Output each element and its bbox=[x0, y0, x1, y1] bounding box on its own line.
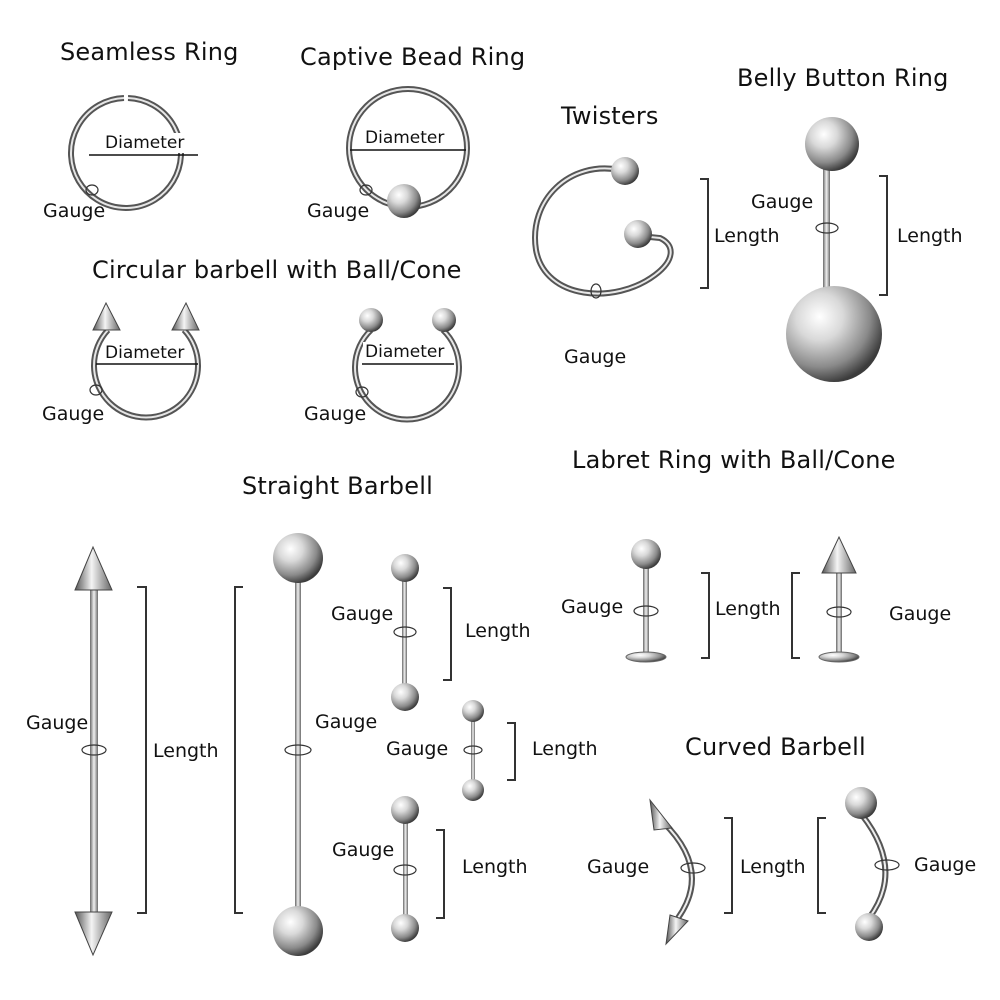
circular-ball-gauge-label: Gauge bbox=[304, 403, 367, 425]
circular-ball-diameter-label: Diameter bbox=[363, 342, 447, 362]
seamless-ring-gauge-label: Gauge bbox=[43, 200, 106, 222]
spike-barbell-gauge-label: Gauge bbox=[26, 712, 89, 734]
straight-barbell-lower-figure bbox=[391, 796, 445, 942]
title-belly-button-ring: Belly Button Ring bbox=[737, 64, 949, 92]
straight-barbell-spike-figure bbox=[74, 545, 147, 957]
short-barbell-gauge-label: Gauge bbox=[386, 738, 449, 760]
medium-barbell-length-label: Length bbox=[465, 620, 531, 642]
title-seamless-ring: Seamless Ring bbox=[60, 38, 239, 66]
lower-barbell-gauge-label: Gauge bbox=[332, 839, 395, 861]
title-labret-ring: Labret Ring with Ball/Cone bbox=[572, 446, 896, 474]
captive-bead-ring-diameter-label: Diameter bbox=[363, 128, 447, 148]
seamless-ring-diameter-label: Diameter bbox=[103, 133, 187, 153]
captive-bead-ring-gauge-label: Gauge bbox=[307, 200, 370, 222]
labret-cone-figure bbox=[791, 535, 860, 663]
title-straight-barbell: Straight Barbell bbox=[242, 472, 433, 500]
curved-barbell-cone-figure bbox=[649, 798, 733, 946]
captive-bead-ring-figure bbox=[346, 86, 470, 218]
twisters-gauge-label: Gauge bbox=[564, 346, 627, 368]
medium-barbell-gauge-label: Gauge bbox=[331, 603, 394, 625]
circular-cone-diameter-label: Diameter bbox=[103, 343, 187, 363]
circular-cone-gauge-label: Gauge bbox=[42, 403, 105, 425]
labret-ball-figure bbox=[625, 539, 710, 663]
lower-barbell-length-label: Length bbox=[462, 856, 528, 878]
twisters-figure bbox=[532, 157, 709, 299]
belly-button-length-label: Length bbox=[897, 225, 963, 247]
labret-ball-gauge-label: Gauge bbox=[561, 596, 624, 618]
title-curved-barbell: Curved Barbell bbox=[685, 733, 866, 761]
ball-barbell-gauge-label: Gauge bbox=[315, 711, 378, 733]
twisters-length-label: Length bbox=[714, 225, 780, 247]
curved-ball-gauge-label: Gauge bbox=[914, 854, 977, 876]
belly-button-ring-figure bbox=[786, 117, 888, 382]
seamless-ring-figure bbox=[68, 95, 198, 211]
title-captive-bead-ring: Captive Bead Ring bbox=[300, 43, 526, 71]
straight-barbell-medium-figure bbox=[391, 554, 452, 711]
curved-length-label: Length bbox=[740, 856, 806, 878]
curved-barbell-ball-figure bbox=[817, 787, 900, 941]
circular-barbell-cone-figure bbox=[89, 301, 201, 421]
title-circular-barbell: Circular barbell with Ball/Cone bbox=[92, 256, 462, 284]
straight-barbell-short-figure bbox=[462, 700, 516, 801]
belly-button-gauge-label: Gauge bbox=[751, 191, 814, 213]
labret-cone-gauge-label: Gauge bbox=[889, 603, 952, 625]
straight-barbell-ball-figure bbox=[234, 533, 323, 956]
curved-cone-gauge-label: Gauge bbox=[587, 856, 650, 878]
short-barbell-length-label: Length bbox=[532, 738, 598, 760]
spike-barbell-length-label: Length bbox=[153, 740, 219, 762]
circular-barbell-ball-figure bbox=[352, 308, 462, 423]
title-twisters: Twisters bbox=[561, 102, 659, 130]
labret-length-label: Length bbox=[715, 598, 781, 620]
